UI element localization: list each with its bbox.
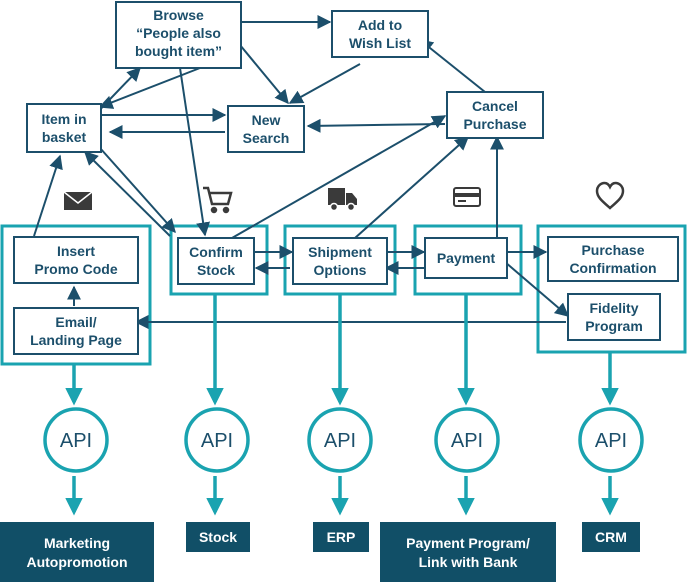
- node-new-search: New Search: [227, 105, 305, 153]
- svg-text:Stock: Stock: [197, 262, 235, 278]
- node-add-to-wish-list: Add to Wish List: [331, 10, 429, 58]
- svg-text:Payment: Payment: [437, 250, 496, 266]
- svg-text:Add to: Add to: [358, 17, 402, 33]
- system-erp: ERP: [313, 522, 369, 552]
- svg-text:Landing Page: Landing Page: [30, 332, 122, 348]
- node-insert-promo-code: Insert Promo Code: [13, 236, 139, 284]
- node-purchase-confirmation: Purchase Confirmation: [547, 236, 679, 282]
- flow-arrows: [33, 15, 570, 329]
- api-node-erp: API: [307, 407, 373, 473]
- svg-text:API: API: [595, 430, 627, 452]
- api-node-marketing: API: [43, 407, 109, 473]
- svg-text:Confirm: Confirm: [189, 244, 243, 260]
- node-item-in-basket: Item in basket: [26, 103, 102, 153]
- api-node-stock: API: [184, 407, 250, 473]
- svg-text:Stock: Stock: [199, 529, 237, 545]
- svg-text:CRM: CRM: [595, 529, 627, 545]
- svg-text:basket: basket: [42, 129, 87, 145]
- svg-text:Fidelity: Fidelity: [589, 300, 638, 316]
- svg-text:Options: Options: [314, 262, 367, 278]
- credit-card-icon: [453, 187, 481, 207]
- svg-text:Insert: Insert: [57, 243, 95, 259]
- svg-text:New: New: [252, 112, 281, 128]
- stock-group-frame: [169, 224, 269, 296]
- api-node-payment: API: [434, 407, 500, 473]
- svg-text:bought item”: bought item”: [135, 43, 222, 59]
- node-fidelity-program: Fidelity Program: [567, 293, 661, 341]
- node-cancel-purchase: Cancel Purchase: [446, 91, 544, 139]
- api-arrows: [65, 294, 619, 516]
- svg-text:Program: Program: [585, 318, 643, 334]
- svg-text:Shipment: Shipment: [308, 244, 372, 260]
- svg-text:Autopromotion: Autopromotion: [26, 554, 127, 570]
- node-confirm-stock: Confirm Stock: [177, 237, 255, 285]
- svg-text:API: API: [201, 430, 233, 452]
- svg-text:Browse: Browse: [153, 7, 204, 23]
- svg-text:API: API: [451, 430, 483, 452]
- truck-icon: [328, 188, 357, 212]
- payment-group-frame: [413, 224, 523, 296]
- node-shipment-options: Shipment Options: [292, 237, 388, 285]
- svg-text:Email/: Email/: [55, 314, 96, 330]
- svg-text:API: API: [324, 430, 356, 452]
- svg-text:API: API: [60, 430, 92, 452]
- svg-text:Item in: Item in: [41, 111, 86, 127]
- system-payment-program: Payment Program/ Link with Bank: [380, 522, 556, 582]
- svg-text:Cancel: Cancel: [472, 98, 518, 114]
- svg-text:Wish List: Wish List: [349, 35, 411, 51]
- svg-text:Purchase: Purchase: [581, 242, 644, 258]
- system-crm: CRM: [582, 522, 640, 552]
- envelope-icon: [63, 191, 93, 210]
- heart-icon: [595, 181, 625, 210]
- svg-text:Marketing: Marketing: [44, 535, 110, 551]
- svg-text:ERP: ERP: [327, 529, 356, 545]
- svg-text:Confirmation: Confirmation: [569, 260, 656, 276]
- shopping-cart-icon: [203, 186, 233, 214]
- svg-text:Link with Bank: Link with Bank: [419, 554, 518, 570]
- svg-text:Search: Search: [243, 130, 290, 146]
- system-stock: Stock: [186, 522, 250, 552]
- svg-text:“People also: “People also: [136, 25, 221, 41]
- svg-text:Payment Program/: Payment Program/: [406, 535, 530, 551]
- api-node-crm: API: [578, 407, 644, 473]
- node-email-landing-page: Email/ Landing Page: [13, 307, 139, 355]
- svg-text:Purchase: Purchase: [463, 116, 526, 132]
- node-browse: Browse “People also bought item”: [115, 1, 242, 69]
- system-marketing-autopromotion: Marketing Autopromotion: [0, 522, 154, 582]
- marketing-group-frame: [0, 224, 152, 366]
- svg-text:Promo Code: Promo Code: [34, 261, 117, 277]
- node-payment: Payment: [424, 237, 508, 279]
